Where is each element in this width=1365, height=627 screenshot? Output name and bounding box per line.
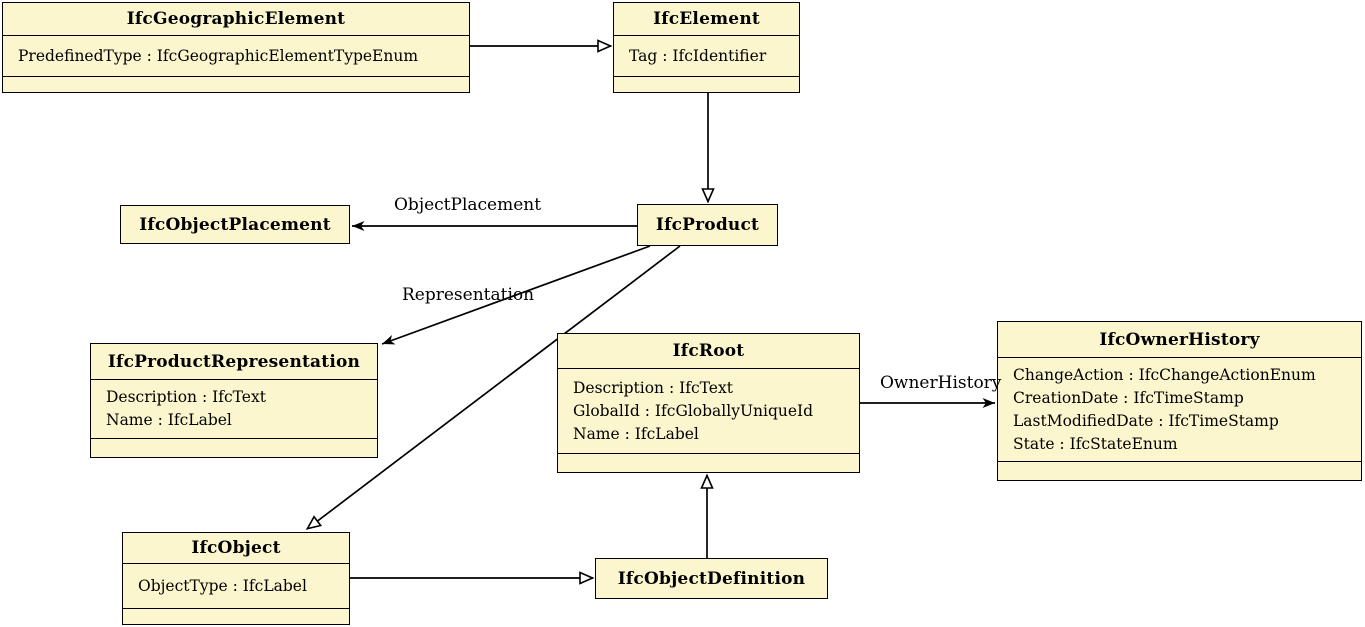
class-attribute: Description : IfcText: [573, 378, 733, 397]
class-attribute: PredefinedType : IfcGeographicElementTyp…: [18, 46, 419, 65]
class-title: IfcElement: [653, 9, 760, 29]
class-title: IfcOwnerHistory: [1099, 329, 1260, 350]
class-attribute: State : IfcStateEnum: [1013, 434, 1178, 453]
class-title: IfcRoot: [672, 341, 745, 361]
class-title: IfcObjectPlacement: [139, 214, 331, 235]
class-operations-empty: [558, 453, 859, 472]
class-operations-empty: [998, 461, 1361, 480]
class-title: IfcProductRepresentation: [107, 351, 361, 372]
class-box-ifcproductrepresentation: IfcProductRepresentation Description : I…: [90, 343, 378, 458]
class-attributes: Description : IfcText GlobalId : IfcGlob…: [558, 368, 859, 453]
edge-label-objectplacement: ObjectPlacement: [394, 195, 542, 215]
class-attribute: Description : IfcText: [106, 388, 266, 406]
class-operations-empty: [123, 608, 349, 624]
class-box-ifcobject: IfcObject ObjectType : IfcLabel: [122, 532, 350, 625]
class-operations-empty: [614, 76, 799, 92]
class-attribute: LastModifiedDate : IfcTimeStamp: [1013, 411, 1279, 430]
edge-label-ownerhistory: OwnerHistory: [880, 373, 1002, 393]
class-box-ifcobjectplacement: IfcObjectPlacement: [120, 205, 350, 244]
class-attribute: Tag : IfcIdentifier: [629, 46, 767, 65]
class-attribute: ObjectType : IfcLabel: [138, 576, 307, 595]
class-box-ifcobjectdefinition: IfcObjectDefinition: [595, 558, 828, 599]
class-attribute: CreationDate : IfcTimeStamp: [1013, 388, 1244, 407]
class-box-ifcgeographicelement: IfcGeographicElement PredefinedType : If…: [2, 2, 470, 93]
class-attributes: Description : IfcText Name : IfcLabel: [91, 379, 377, 438]
class-attributes: PredefinedType : IfcGeographicElementTyp…: [3, 35, 469, 76]
class-box-ifcroot: IfcRoot Description : IfcText GlobalId :…: [557, 333, 860, 473]
class-attributes: ChangeAction : IfcChangeActionEnum Creat…: [998, 357, 1361, 461]
class-operations-empty: [91, 438, 377, 457]
class-attribute: Name : IfcLabel: [573, 424, 699, 443]
edge-product-to-productrepresentation: [381, 245, 651, 345]
class-attribute: ChangeAction : IfcChangeActionEnum: [1013, 365, 1316, 384]
class-attribute: Name : IfcLabel: [106, 411, 232, 429]
class-box-ifcelement: IfcElement Tag : IfcIdentifier: [613, 2, 800, 93]
edge-label-representation: Representation: [402, 285, 535, 305]
class-title: IfcProduct: [655, 215, 760, 235]
class-operations-empty: [3, 76, 469, 92]
class-title: IfcGeographicElement: [126, 9, 346, 29]
class-box-ifcownerhistory: IfcOwnerHistory ChangeAction : IfcChange…: [997, 321, 1362, 481]
class-title: IfcObjectDefinition: [617, 568, 806, 589]
edge-product-to-object: [305, 245, 681, 530]
class-attributes: ObjectType : IfcLabel: [123, 563, 349, 608]
class-title: IfcObject: [191, 538, 281, 558]
class-attributes: Tag : IfcIdentifier: [614, 35, 799, 76]
class-box-ifcproduct: IfcProduct: [637, 204, 778, 246]
class-attribute: GlobalId : IfcGloballyUniqueId: [573, 401, 814, 420]
